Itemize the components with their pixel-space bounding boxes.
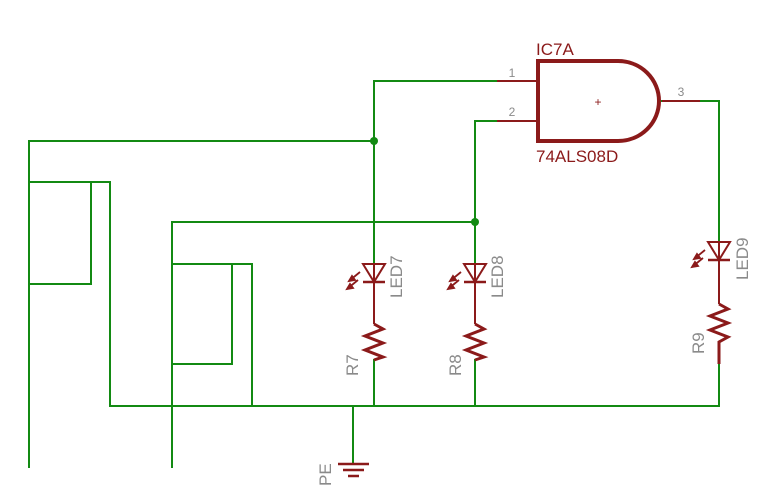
led7-label: LED7 [387,255,406,298]
led9 [690,241,732,304]
led9-label: LED9 [733,237,752,280]
r7-zigzag-icon [360,322,388,362]
r8-zigzag-icon [461,322,489,362]
r8-label: R8 [446,354,465,376]
r9-label: R9 [689,332,708,354]
junctions [370,137,479,226]
resistor-r9 [705,302,733,364]
resistor-r7 [360,322,388,362]
led8-label: LED8 [488,255,507,298]
led8-light-arrows-icon [446,271,462,291]
led8 [446,263,488,324]
led7 [345,263,387,324]
led7-diode-icon [361,263,387,284]
gate-value-label: 74ALS08D [536,147,618,166]
ground-symbol-icon [338,462,369,478]
gate-pin-3-label: 3 [678,85,685,99]
gate-center-mark: + [594,95,601,109]
r9-zigzag-icon [705,302,733,364]
and-gate-body [536,59,661,143]
led8-diode-icon [462,263,488,284]
gate-pin-stubs [497,80,700,122]
junction-dot [471,218,479,226]
r7-label: R7 [343,354,362,376]
and-gate-ic7a: + 1 2 3 IC7A 74ALS08D [497,40,700,166]
junction-dot [370,137,378,145]
led7-light-arrows-icon [345,271,361,291]
led9-diode-icon [706,241,732,262]
gate-name-label: IC7A [536,40,574,59]
led9-light-arrows-icon [690,249,706,269]
wires [28,80,720,468]
resistor-r8 [461,322,489,362]
gate-pin-1-label: 1 [509,66,516,80]
ground-label: PE [316,463,335,486]
gate-pin-2-label: 2 [509,105,516,119]
